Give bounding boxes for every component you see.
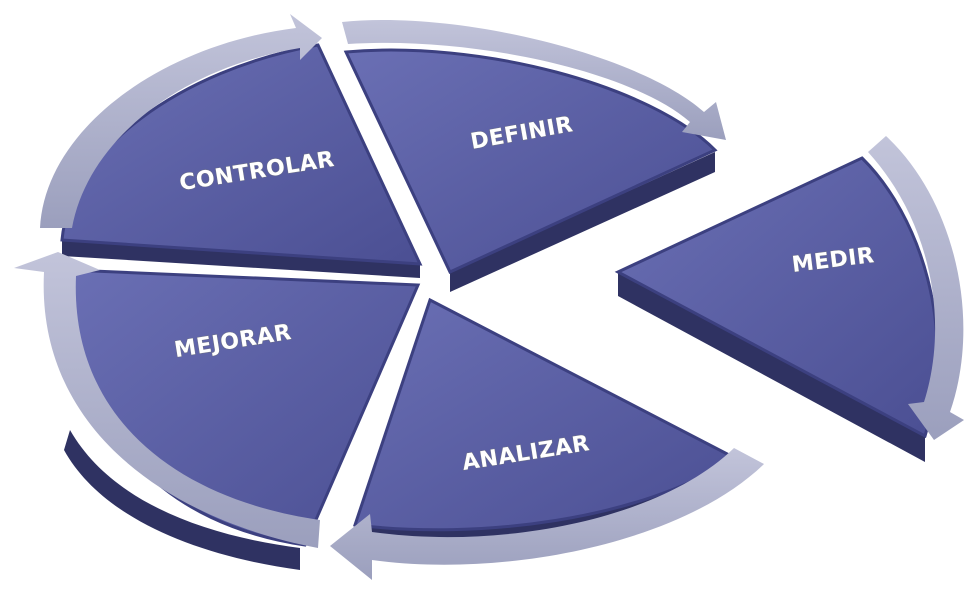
segment-analizar xyxy=(330,297,764,580)
segment-mejorar xyxy=(14,252,421,570)
segment-medir-side xyxy=(618,272,925,462)
segment-controlar-side xyxy=(62,238,420,278)
arrow-controlar xyxy=(40,14,322,228)
segment-controlar xyxy=(40,14,423,278)
segment-medir xyxy=(614,136,964,462)
segment-definir-side xyxy=(450,152,715,292)
arrow-definir xyxy=(342,20,726,141)
arrow-mejorar xyxy=(14,252,320,548)
segment-medir-top xyxy=(614,156,939,439)
arrow-analizar xyxy=(330,448,764,580)
arrow-medir xyxy=(868,136,964,440)
segment-definir-top xyxy=(343,48,718,274)
segment-definir xyxy=(342,20,726,292)
segment-mejorar-side xyxy=(64,430,300,570)
